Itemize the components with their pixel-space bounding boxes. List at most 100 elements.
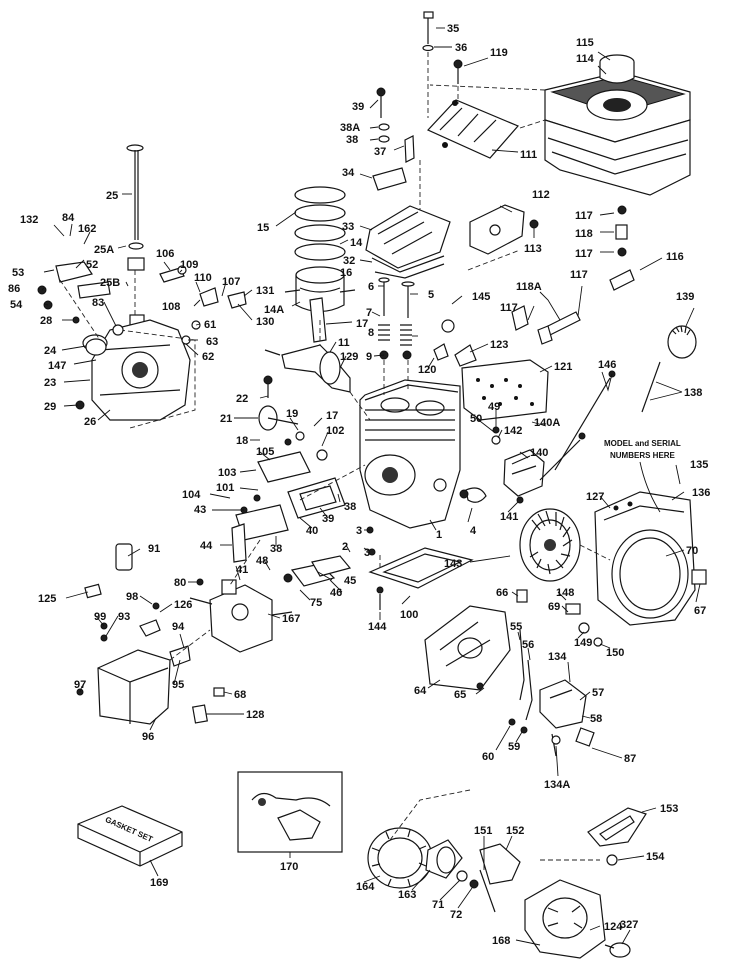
callout-129: 129 [340, 351, 358, 363]
callout-50: 50 [470, 413, 482, 425]
callout-38: 38 [346, 134, 358, 146]
sump-gasket-part [368, 547, 474, 589]
callout-5: 5 [428, 289, 434, 301]
callout-6: 6 [368, 281, 374, 293]
air-cleaner-part [544, 54, 691, 196]
callout-154: 154 [646, 851, 665, 863]
callout-141: 141 [500, 511, 518, 523]
callout-53: 53 [12, 267, 24, 279]
callout-39b: 39 [322, 513, 334, 525]
callout-33: 33 [342, 221, 354, 233]
callout-35: 35 [447, 23, 459, 35]
intake-gaskets-part [235, 451, 346, 541]
callout-57: 57 [592, 687, 604, 699]
callout-167: 167 [282, 613, 300, 625]
callout-62: 62 [202, 351, 214, 363]
callout-16: 16 [340, 267, 352, 279]
callout-128: 128 [246, 709, 264, 721]
callout-25a: 25A [94, 244, 114, 256]
head-bolt-part [422, 11, 434, 52]
model-serial-note: MODEL and SERIAL NUMBERS HERE [604, 439, 681, 513]
callout-11: 11 [338, 337, 350, 349]
callout-130: 130 [256, 316, 274, 328]
callout-65: 65 [454, 689, 466, 701]
callout-115: 115 [576, 37, 594, 49]
callout-153: 153 [660, 803, 678, 815]
callout-111: 111 [520, 149, 537, 161]
callout-121: 121 [554, 361, 572, 373]
callout-138: 138 [684, 387, 702, 399]
callout-139: 139 [676, 291, 694, 303]
callout-99: 99 [94, 611, 106, 623]
callout-36: 36 [455, 42, 467, 54]
callout-21: 21 [220, 413, 232, 425]
callout-61: 61 [204, 319, 216, 331]
callout-7: 7 [366, 307, 372, 319]
valves-part [378, 277, 415, 360]
callout-164: 164 [356, 881, 375, 893]
callout-34: 34 [342, 167, 355, 179]
callout-100: 100 [400, 609, 418, 621]
callout-105: 105 [256, 446, 274, 458]
fuel-line-part [641, 325, 697, 413]
callout-66: 66 [496, 587, 508, 599]
callout-117d: 117 [500, 302, 518, 314]
callout-134: 134 [548, 651, 567, 663]
piston-rings-part [284, 186, 356, 313]
callout-60: 60 [482, 751, 494, 763]
callout-24: 24 [44, 345, 57, 357]
callout-146: 146 [598, 359, 616, 371]
callout-19: 19 [286, 408, 298, 420]
callout-43: 43 [194, 504, 206, 516]
callout-59: 59 [508, 741, 520, 753]
callout-18: 18 [236, 435, 248, 447]
callout-114: 114 [576, 53, 595, 65]
callout-117a: 117 [575, 210, 593, 222]
callout-58: 58 [590, 713, 602, 725]
callout-148: 148 [556, 587, 574, 599]
callout-25b: 25B [100, 277, 120, 289]
callout-55: 55 [510, 621, 522, 633]
callout-140: 140 [530, 447, 548, 459]
crankcase-cover-part [82, 319, 196, 429]
callout-132: 132 [20, 214, 38, 226]
callout-117c: 117 [570, 269, 588, 281]
callout-39: 39 [352, 101, 364, 113]
gasket-set-part [77, 805, 183, 867]
callout-149: 149 [574, 637, 592, 649]
shroud-part [424, 605, 511, 691]
callout-14a: 14A [264, 304, 284, 316]
callout-134a: 134A [544, 779, 570, 791]
callout-152: 152 [506, 825, 524, 837]
callout-91: 91 [148, 543, 160, 555]
callout-95: 95 [172, 679, 184, 691]
callout-126: 126 [174, 599, 192, 611]
callout-1: 1 [436, 529, 442, 541]
callout-38d: 38 [270, 543, 282, 555]
callout-127: 127 [586, 491, 604, 503]
callout-75: 75 [310, 597, 322, 609]
callout-64: 64 [414, 685, 427, 697]
callout-40: 40 [306, 525, 318, 537]
starter-handle-part [587, 807, 647, 866]
callout-98: 98 [126, 591, 138, 603]
callout-162: 162 [78, 223, 96, 235]
flywheel-part [519, 508, 581, 582]
callout-37: 37 [374, 146, 386, 158]
callout-96: 96 [142, 731, 154, 743]
bracket-part [426, 99, 519, 159]
callout-140a: 140A [534, 417, 560, 429]
callout-168: 168 [492, 935, 510, 947]
callout-49: 49 [488, 401, 500, 413]
blower-housing-part [594, 491, 696, 626]
muffler-part [461, 359, 549, 421]
callout-117b: 117 [575, 248, 593, 260]
dipstick-part [126, 144, 145, 326]
callout-38a: 38A [340, 122, 360, 134]
callout-23: 23 [44, 377, 56, 389]
callout-102: 102 [326, 425, 344, 437]
model-serial-line1: MODEL and SERIAL [604, 439, 681, 448]
callout-71: 71 [432, 899, 444, 911]
callout-136: 136 [692, 487, 710, 499]
callout-32: 32 [343, 255, 355, 267]
